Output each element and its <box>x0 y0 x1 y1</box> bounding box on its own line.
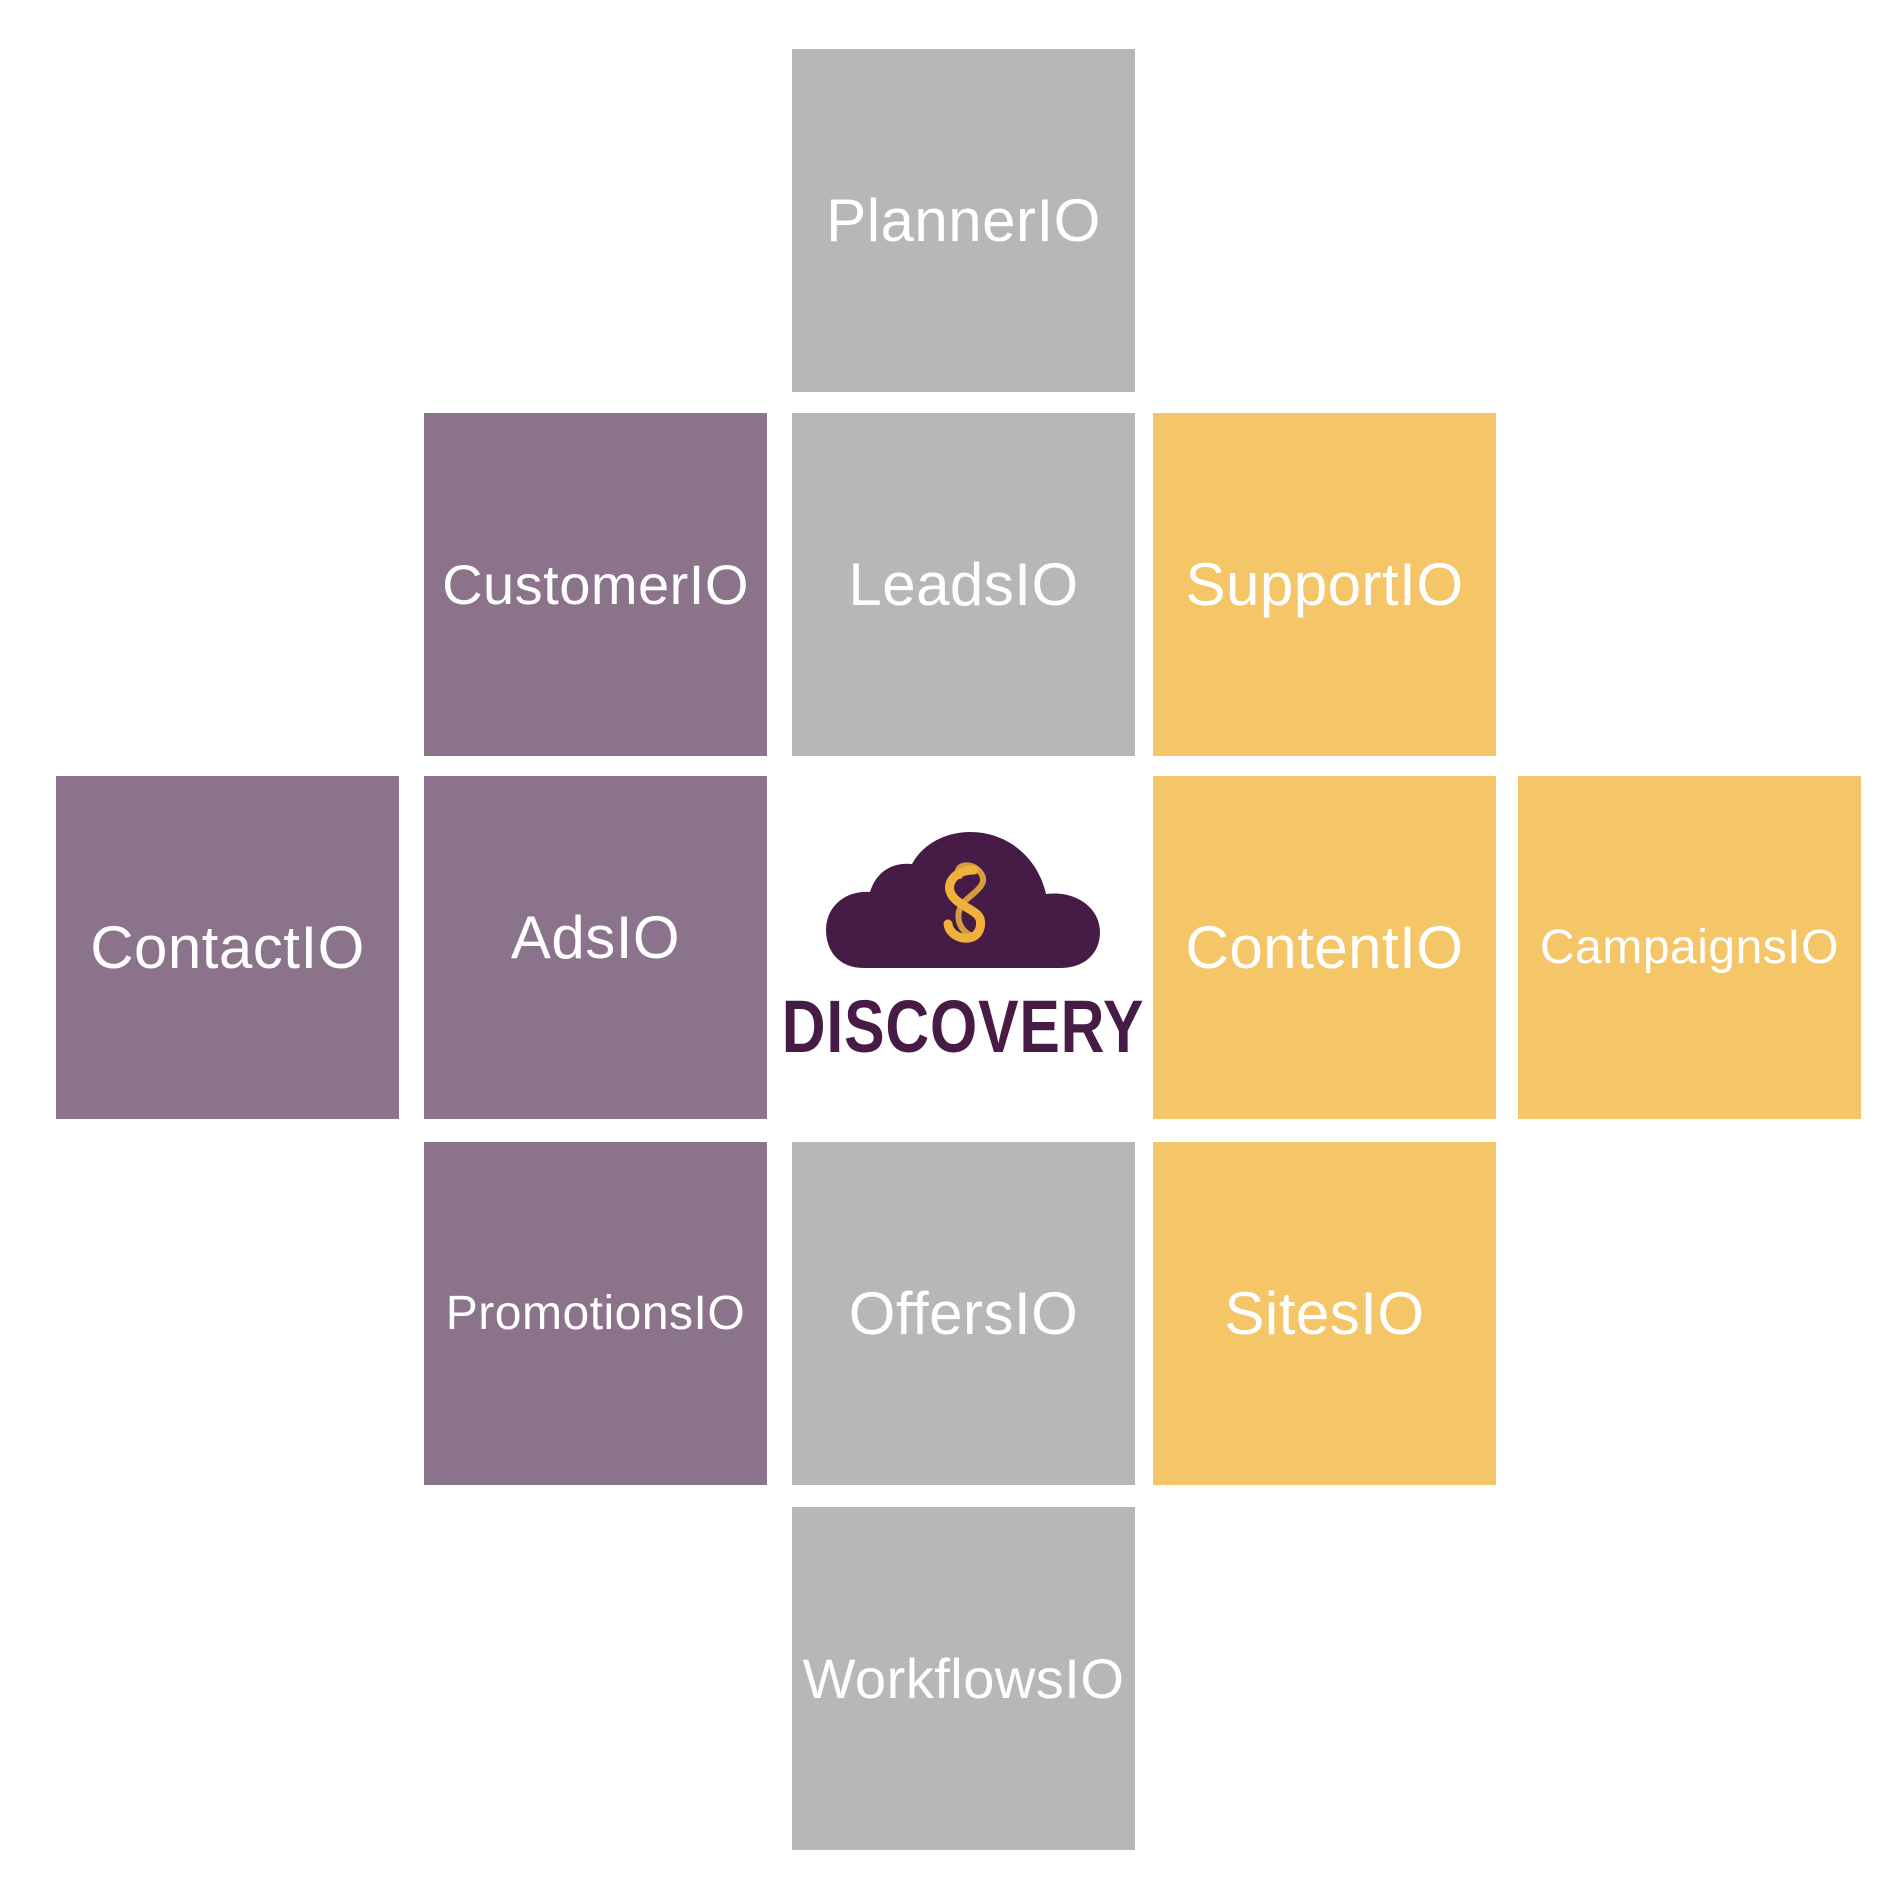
tile-customer-label: CustomerIO <box>442 553 749 616</box>
tile-campaigns[interactable]: CampaignsIO <box>1518 776 1861 1119</box>
tile-promotions[interactable]: PromotionsIO <box>424 1142 767 1485</box>
tile-ads-label: AdsIO <box>510 904 681 971</box>
tile-planner-label: PlannerIO <box>826 187 1101 254</box>
tile-contact-label: ContactIO <box>90 914 365 981</box>
tile-offers-label: OffersIO <box>848 1280 1079 1347</box>
tile-sites-label: SitesIO <box>1224 1280 1425 1347</box>
cloud-logo-icon <box>825 831 1100 968</box>
tile-ads[interactable]: AdsIO <box>424 776 767 1119</box>
tile-leads[interactable]: LeadsIO <box>792 413 1135 756</box>
tile-promotions-label: PromotionsIO <box>445 1287 746 1340</box>
tile-sites[interactable]: SitesIO <box>1153 1142 1496 1485</box>
tile-planner[interactable]: PlannerIO <box>792 49 1135 392</box>
tile-customer[interactable]: CustomerIO <box>424 413 767 756</box>
tile-offers[interactable]: OffersIO <box>792 1142 1135 1485</box>
tile-content-label: ContentIO <box>1185 914 1464 981</box>
tile-workflows-label: WorkflowsIO <box>802 1647 1125 1710</box>
tile-contact[interactable]: ContactIO <box>56 776 399 1119</box>
tile-support-label: SupportIO <box>1185 551 1464 618</box>
brand-name: DISCOVERY <box>782 984 1145 1068</box>
tile-support[interactable]: SupportIO <box>1153 413 1496 756</box>
tile-workflows[interactable]: WorkflowsIO <box>792 1507 1135 1850</box>
tile-content[interactable]: ContentIO <box>1153 776 1496 1119</box>
discovery-logo: DISCOVERY <box>782 776 1144 1119</box>
tile-leads-label: LeadsIO <box>848 551 1079 618</box>
tile-campaigns-label: CampaignsIO <box>1540 921 1839 974</box>
